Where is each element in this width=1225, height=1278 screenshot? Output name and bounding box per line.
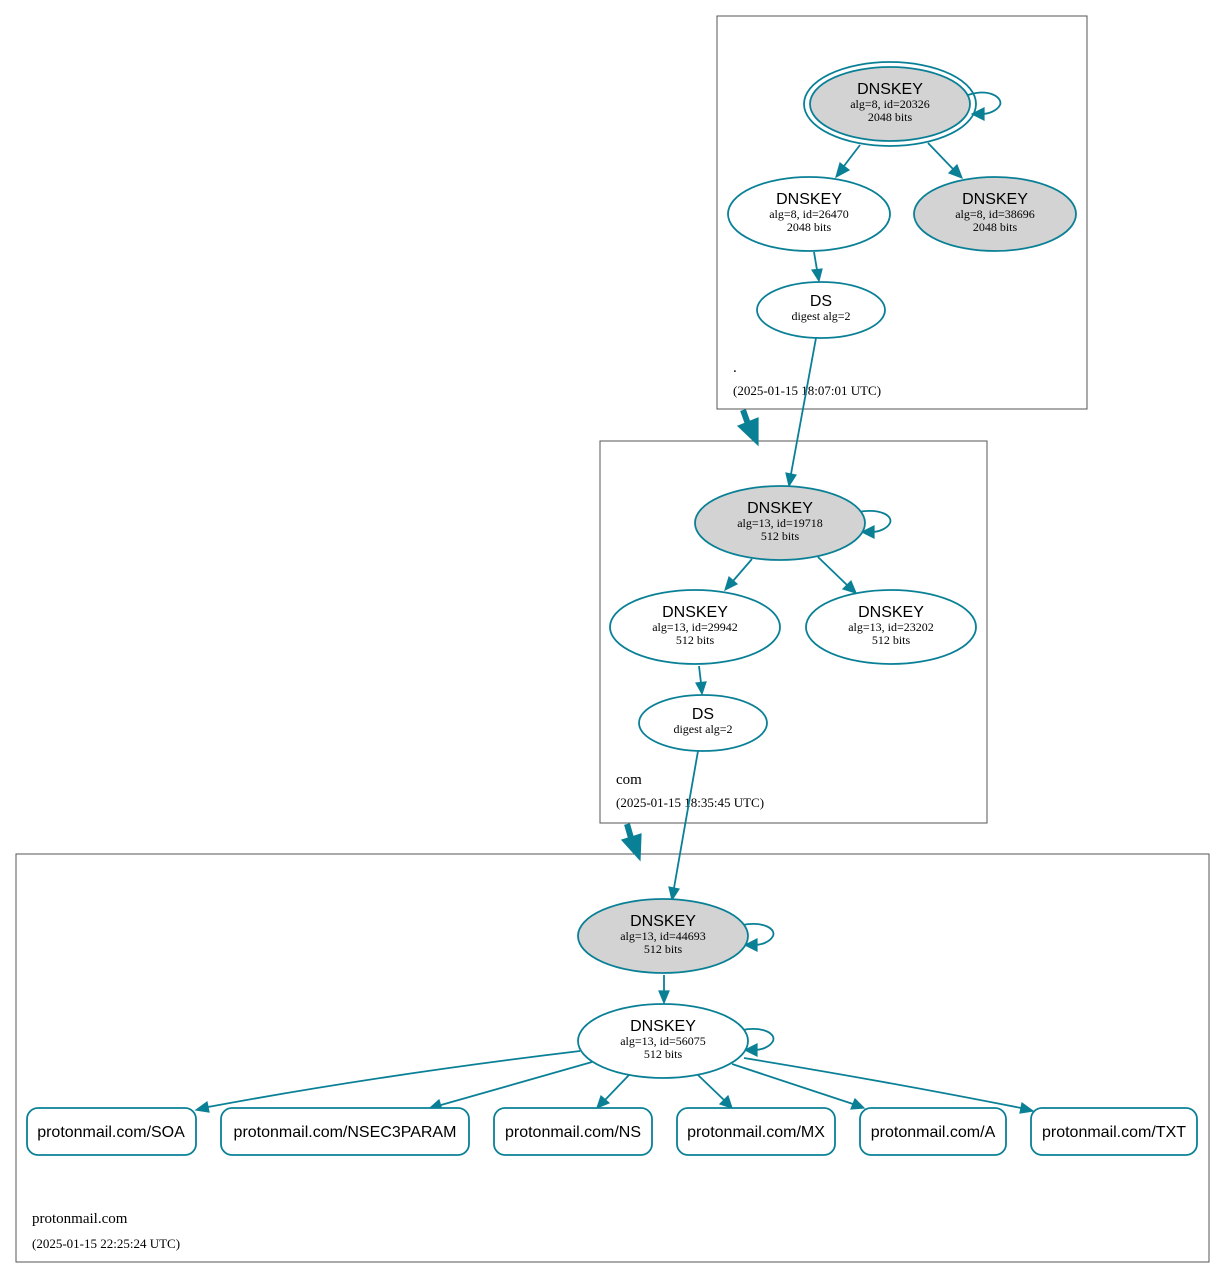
node-alg-id: alg=13, id=19718 [737,516,823,530]
node-pm-zsk[interactable]: DNSKEY alg=13, id=56075 512 bits [577,1003,749,1079]
arrowhead [860,525,875,539]
rrset-label: protonmail.com/MX [687,1124,825,1141]
node-com-ds[interactable]: DS digest alg=2 [638,694,768,752]
node-digest: digest alg=2 [791,309,850,323]
arrowhead [810,268,823,283]
arrowhead [596,1094,611,1110]
edge-pm-zsk-self [741,1028,775,1051]
edge-root-ksk-to-zsk [843,144,861,167]
rrset-label: protonmail.com/A [871,1124,996,1141]
node-title: DNSKEY [662,604,728,621]
zone-name-com: com [616,772,642,788]
arrowhead [947,163,964,180]
arrowhead [668,886,680,902]
arrowhead [970,107,985,121]
arrowhead [695,681,707,696]
node-bits: 512 bits [676,633,715,647]
edge-com-ksk-to-k2 [817,556,848,586]
node-digest: digest alg=2 [673,722,732,736]
rrset-soa[interactable]: protonmail.com/SOA [26,1107,197,1156]
edge-zsk-to-ns [604,1074,630,1101]
edge-zsk-to-mx [697,1074,725,1101]
arrowhead [785,472,797,488]
node-title: DNSKEY [747,500,813,517]
arrowhead [1019,1101,1035,1114]
arrowhead [850,1097,866,1110]
node-pm-ksk[interactable]: DNSKEY alg=13, id=44693 512 bits [577,898,749,974]
node-alg-id: alg=8, id=26470 [769,207,849,221]
node-bits: 512 bits [761,529,800,543]
node-alg-id: alg=13, id=44693 [620,929,706,943]
arrowhead [835,161,851,179]
node-bits: 512 bits [644,942,683,956]
rrset-label: protonmail.com/NSEC3PARAM [234,1124,457,1141]
delegation-arrow-com-protonmail [620,823,642,862]
edge-com-zsk-to-ds [698,665,702,684]
node-root-k2[interactable]: DNSKEY alg=8, id=38696 2048 bits [913,176,1077,252]
delegation-arrow-root-com [736,408,759,447]
edge-root-zsk-to-ds [813,251,818,271]
edge-root-ksk-self [967,91,1002,115]
arrowhead [724,575,739,592]
rrset-txt[interactable]: protonmail.com/TXT [1030,1107,1198,1156]
edge-pm-ksk-self [741,923,775,946]
node-root-zsk[interactable]: DNSKEY alg=8, id=26470 2048 bits [727,176,891,252]
rrset-label: protonmail.com/NS [505,1124,641,1141]
node-title: DNSKEY [858,604,924,621]
edge-com-ksk-self [857,510,892,533]
node-title: DS [810,293,832,310]
rrset-mx[interactable]: protonmail.com/MX [676,1107,836,1156]
node-title: DNSKEY [857,81,923,98]
arrowhead [743,1043,758,1057]
rrset-label: protonmail.com/SOA [37,1124,185,1141]
arrowhead [743,938,758,952]
node-title: DNSKEY [962,191,1028,208]
node-alg-id: alg=13, id=23202 [848,620,934,634]
node-bits: 512 bits [872,633,911,647]
node-bits: 2048 bits [868,110,913,124]
edge-zsk-to-nsec3param [440,1061,593,1106]
node-title: DNSKEY [776,191,842,208]
node-com-k2[interactable]: DNSKEY alg=13, id=23202 512 bits [805,589,977,665]
edge-com-ksk-to-zsk [732,558,753,582]
edge-root-ds-to-com-ksk [790,337,817,475]
arrowhead [658,990,670,1005]
node-com-zsk[interactable]: DNSKEY alg=13, id=29942 512 bits [609,589,781,665]
rrset-nsec3param[interactable]: protonmail.com/NSEC3PARAM [220,1107,470,1156]
edge-zsk-to-soa [207,1050,581,1108]
zone-timestamp-com: (2025-01-15 18:35:45 UTC) [616,795,764,810]
zone-name-protonmail: protonmail.com [32,1211,128,1227]
node-bits: 2048 bits [973,220,1018,234]
node-root-ds[interactable]: DS digest alg=2 [756,281,886,339]
node-alg-id: alg=13, id=56075 [620,1034,706,1048]
edge-com-ds-to-pm-ksk [673,750,699,889]
node-com-ksk[interactable]: DNSKEY alg=13, id=19718 512 bits [694,485,866,561]
arrowhead [841,579,858,594]
edge-root-ksk-to-k2 [927,142,954,170]
node-alg-id: alg=13, id=29942 [652,620,738,634]
node-root-ksk[interactable]: DNSKEY alg=8, id=20326 2048 bits [803,61,977,147]
node-alg-id: alg=8, id=20326 [850,97,930,111]
node-alg-id: alg=8, id=38696 [955,207,1035,221]
node-bits: 512 bits [644,1047,683,1061]
edge-zsk-to-txt [743,1057,1022,1109]
arrowhead [718,1094,733,1109]
rrset-ns[interactable]: protonmail.com/NS [493,1107,653,1156]
rrset-a[interactable]: protonmail.com/A [859,1107,1007,1156]
rrset-label: protonmail.com/TXT [1042,1124,1186,1141]
zone-timestamp-protonmail: (2025-01-15 22:25:24 UTC) [32,1236,180,1251]
node-title: DS [692,706,714,723]
zone-name-root: . [733,360,737,376]
edges [194,91,1035,1114]
node-title: DNSKEY [630,913,696,930]
edge-zsk-to-a [731,1063,854,1105]
node-title: DNSKEY [630,1018,696,1035]
arrowhead [194,1100,210,1113]
node-bits: 2048 bits [787,220,832,234]
